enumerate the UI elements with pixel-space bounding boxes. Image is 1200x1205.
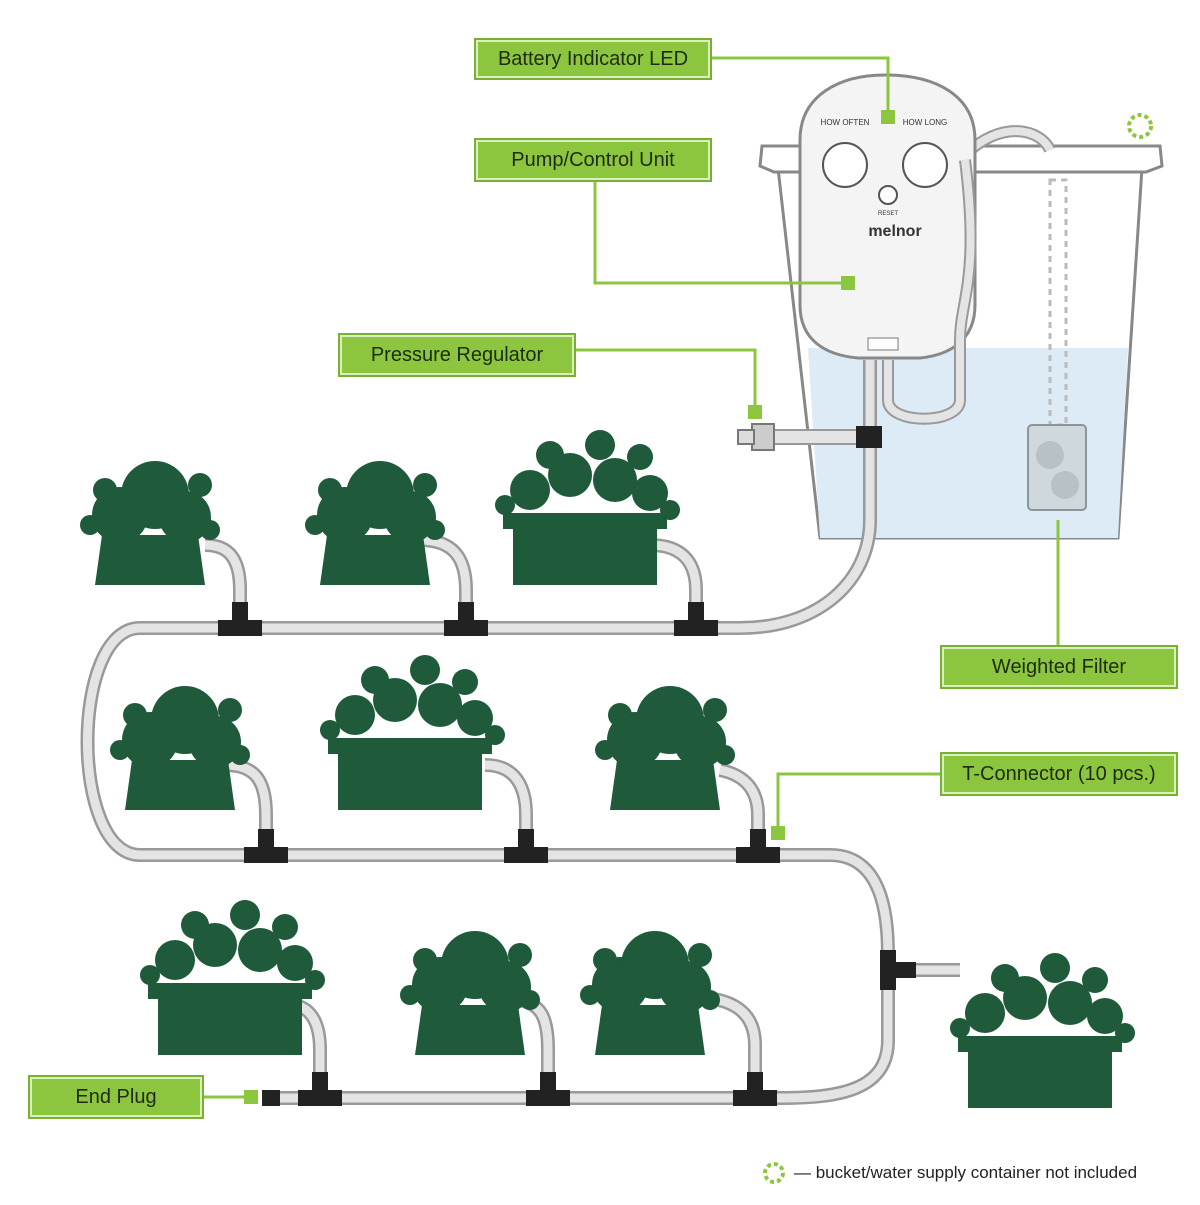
t-connectors: [218, 602, 916, 1106]
t-connector-label: T-Connector (10 pcs.): [940, 752, 1178, 796]
dial-left-label: HOW OFTEN: [821, 118, 870, 127]
weighted-filter: [1027, 178, 1087, 511]
bucket-not-included-icon: [1127, 113, 1153, 139]
leader-lines: [204, 56, 1060, 1099]
bucket-not-included-icon: [763, 1162, 785, 1184]
dial-right-label: HOW LONG: [903, 118, 947, 127]
footnote-text: — bucket/water supply container not incl…: [794, 1163, 1138, 1182]
end-plug-label: End Plug: [28, 1075, 204, 1119]
pressure-regulator-label: Pressure Regulator: [338, 333, 576, 377]
weighted-filter-label: Weighted Filter: [940, 645, 1178, 689]
end-plug: [262, 1090, 280, 1106]
reset-button-label: RESET: [878, 211, 898, 217]
pressure-regulator: [737, 423, 882, 451]
pump-control-unit-label: Pump/Control Unit: [474, 138, 712, 182]
leader-markers: [244, 110, 895, 1104]
brand-logo: melnor: [868, 223, 921, 240]
main-tube: [80, 360, 895, 1105]
battery-indicator-led-label: Battery Indicator LED: [474, 38, 712, 80]
footnote: — bucket/water supply container not incl…: [760, 1160, 1190, 1186]
